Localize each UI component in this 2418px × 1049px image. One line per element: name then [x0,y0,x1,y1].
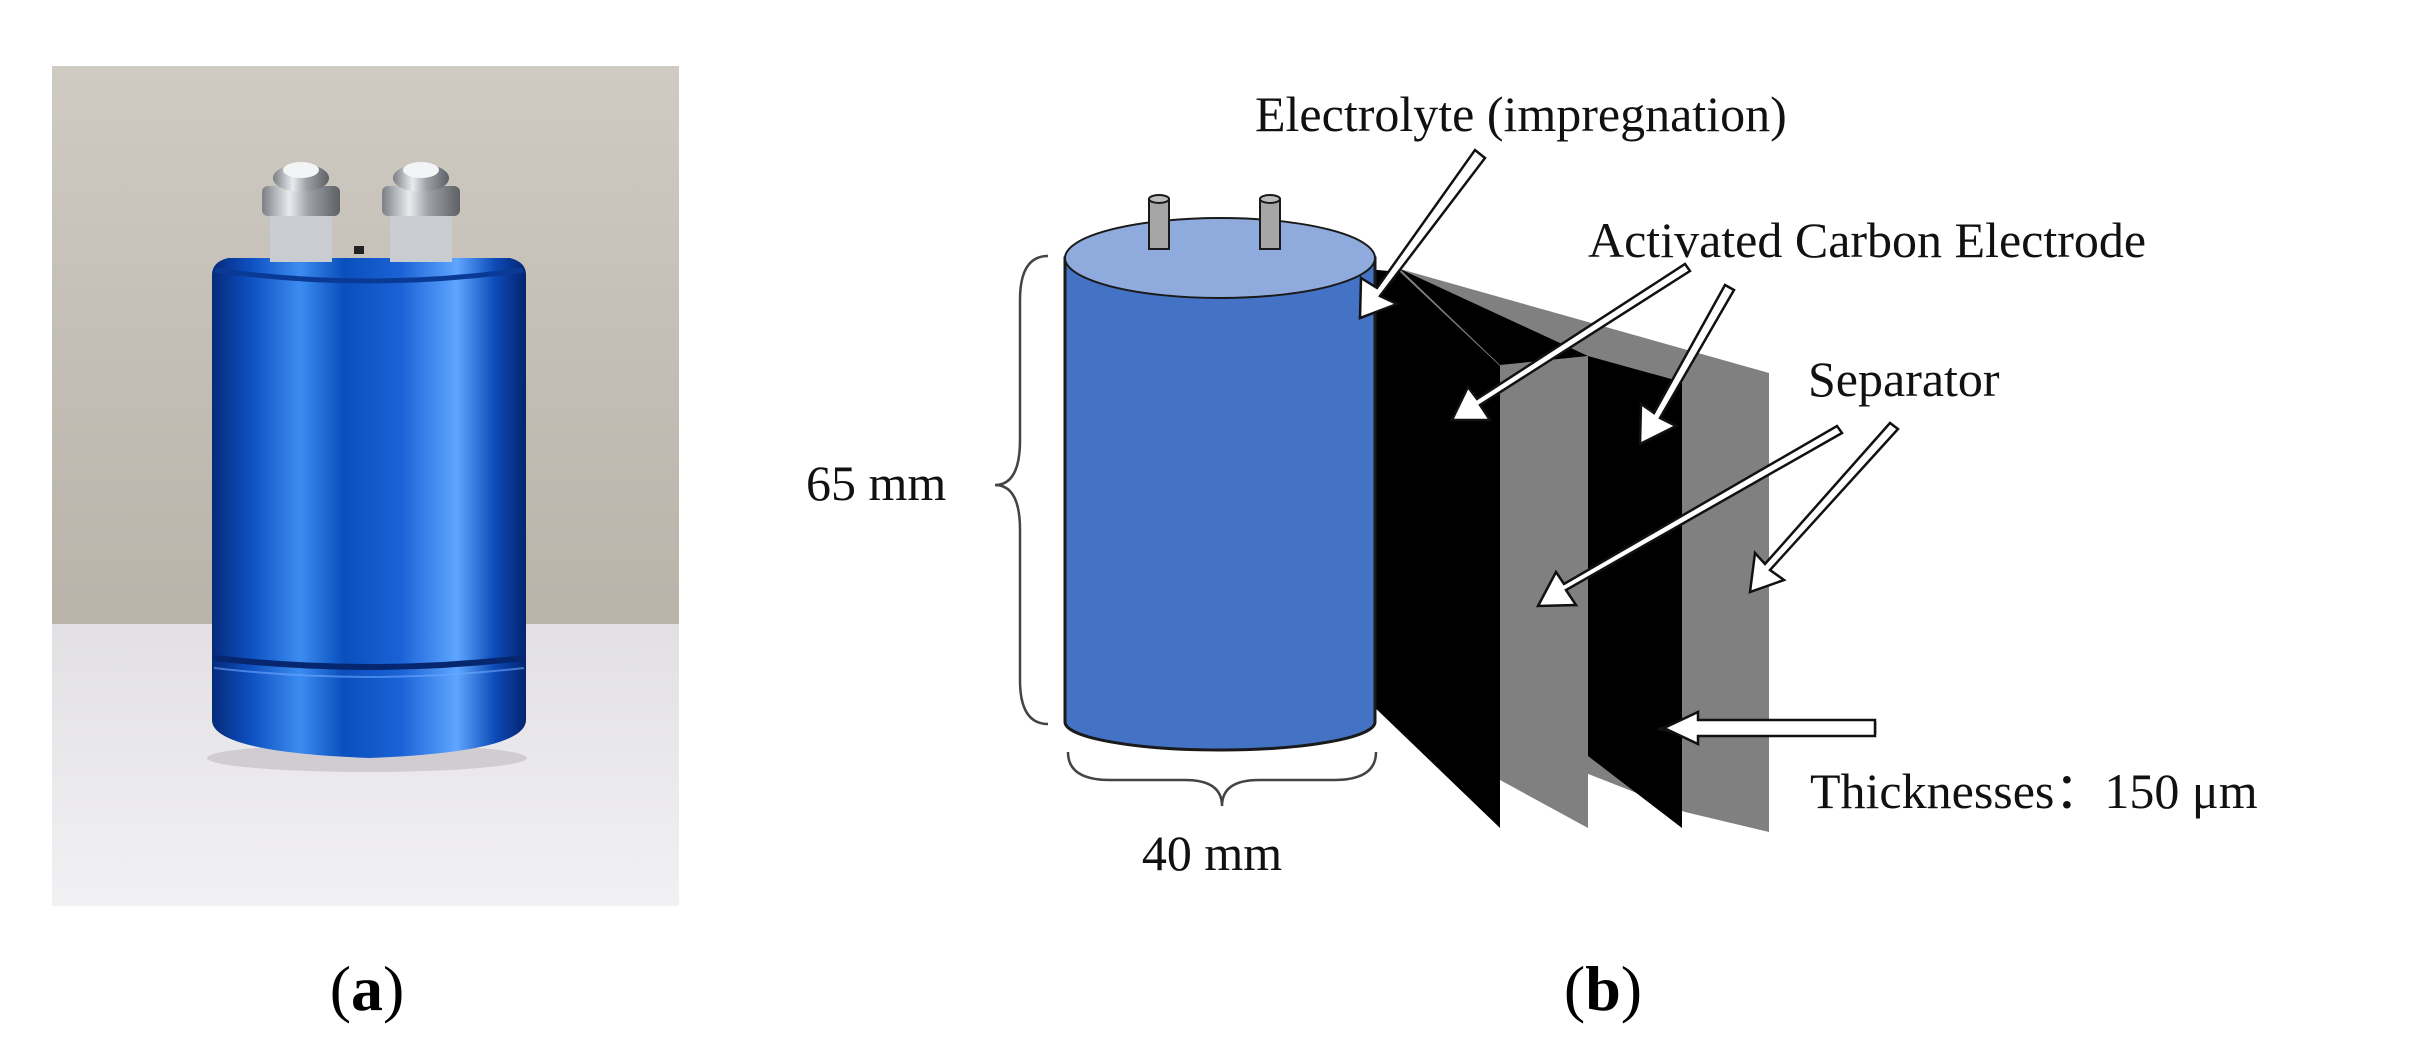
terminal-pin-right [1259,198,1281,250]
panel-label-b: (b) [1564,953,1642,1024]
schematic-diagram: Electrolyte (impregnation) Activated Car… [806,86,2258,881]
arrow-electrode-1 [1450,262,1692,422]
arrow-separator-1 [1535,424,1844,608]
label-height: 65 mm [806,455,946,511]
electrode-sheets [1367,269,1769,832]
terminal-pin-left [1148,198,1170,250]
label-thickness: Thicknesses：150 μm [1810,763,2258,819]
arrow-electrode-2 [1638,283,1736,447]
label-activated-carbon-electrode: Activated Carbon Electrode [1588,212,2146,268]
cylinder-top [1064,217,1376,299]
terminal-right [382,162,460,262]
panel-label-a: (a) [330,953,405,1024]
height-brace [994,254,1049,726]
label-electrolyte: Electrolyte (impregnation) [1255,86,1787,142]
arrow-electrolyte [1358,148,1487,320]
arrow-separator-2 [1748,421,1900,594]
cylinder-body [1063,256,1377,752]
terminal-left [262,162,340,262]
width-brace [1066,751,1378,807]
arrow-thickness-body [1661,710,1877,746]
capacitor-cylinder [1063,194,1377,752]
label-separator: Separator [1808,351,2000,407]
capacitor-photo [52,66,679,906]
electrode-sheet-front [1367,269,1500,828]
label-width: 40 mm [1142,825,1282,881]
